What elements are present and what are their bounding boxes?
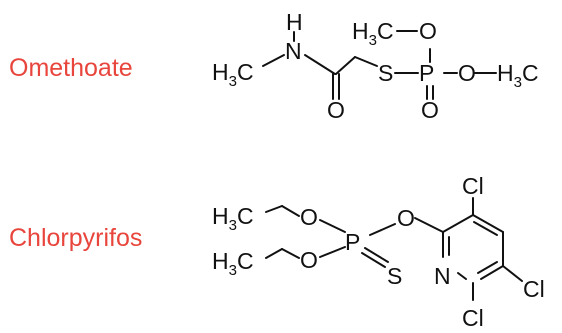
omethoate-structure: H N H3C O S P O O H3C O H3C	[212, 9, 539, 123]
ring-bond-c3-c4-inner	[473, 221, 498, 236]
bond-ch3-n	[262, 54, 285, 67]
methyl-top: H3C	[352, 18, 394, 49]
methyl-lower: H3C	[212, 248, 254, 279]
methyl-right: H3C	[497, 60, 539, 91]
atom-o-lower: O	[300, 247, 318, 273]
atom-o-top: O	[419, 18, 437, 44]
methyl-top-c: C	[377, 18, 394, 44]
bond-ch2-o-upper	[281, 205, 300, 217]
ring-bond-c5-c6-inner	[477, 261, 498, 274]
methyl-left: H3C	[212, 59, 254, 90]
atom-o-upper: O	[300, 204, 318, 230]
atom-cl-right: Cl	[523, 276, 545, 302]
atom-o-aryl: O	[397, 205, 415, 231]
atom-p: P	[345, 229, 360, 255]
bond-o-p-lower	[319, 246, 346, 258]
atom-n-ring: N	[434, 263, 451, 289]
bond-o-ring	[414, 217, 444, 233]
methyl-left-c: C	[237, 59, 254, 85]
methyl-upper-3: 3	[229, 217, 237, 234]
methyl-right-h: H	[497, 60, 514, 86]
ring-bond-c5-c6	[480, 265, 504, 280]
atom-o-carbonyl: O	[327, 97, 345, 123]
methyl-right-3: 3	[514, 74, 522, 91]
bond-ch2-o-lower	[281, 248, 300, 259]
methyl-lower-3: 3	[229, 262, 237, 279]
methyl-top-h: H	[352, 18, 369, 44]
atom-o-right: O	[458, 60, 476, 86]
compound-name-omethoate: Omethoate	[9, 54, 133, 82]
bond-o-p-upper	[319, 219, 346, 233]
ring-bond-c3-c4	[472, 214, 504, 233]
atom-h: H	[286, 9, 303, 35]
ring-bond-c6-n	[457, 272, 467, 280]
bond-ch2-s	[354, 56, 378, 67]
methyl-upper-h: H	[212, 203, 229, 229]
bond-n-c	[304, 54, 336, 75]
compound-name-chlorpyrifos: Chlorpyrifos	[9, 224, 143, 252]
bond-c-ch2	[335, 56, 356, 75]
ring-bond-c2-c3	[442, 214, 474, 233]
methyl-lower-c: C	[237, 248, 254, 274]
chlorpyrifos-structure: H3C O H3C O P S O N Cl Cl Cl	[212, 173, 545, 331]
bond-p-s-1	[364, 247, 389, 263]
atom-s: S	[387, 263, 402, 289]
bond-p-s-2	[361, 252, 386, 268]
atom-o-double: O	[421, 97, 439, 123]
methyl-lower-h: H	[212, 248, 229, 274]
bond-ch3-ch2-lower	[265, 248, 283, 259]
methyl-top-3: 3	[369, 32, 377, 49]
atom-cl-bottom: Cl	[462, 305, 484, 331]
atom-s: S	[378, 60, 393, 86]
atom-p: P	[419, 60, 434, 86]
methyl-left-h: H	[212, 59, 229, 85]
atom-n: N	[285, 38, 302, 64]
bond-p-o-aryl	[369, 223, 396, 236]
bond-ch3-ch2-upper	[265, 205, 283, 213]
bond-c5-cl	[502, 265, 523, 282]
atom-cl-top: Cl	[462, 173, 484, 199]
methyl-upper: H3C	[212, 203, 254, 234]
methyl-upper-c: C	[237, 203, 254, 229]
methyl-left-3: 3	[229, 73, 237, 90]
methyl-right-c: C	[522, 60, 539, 86]
